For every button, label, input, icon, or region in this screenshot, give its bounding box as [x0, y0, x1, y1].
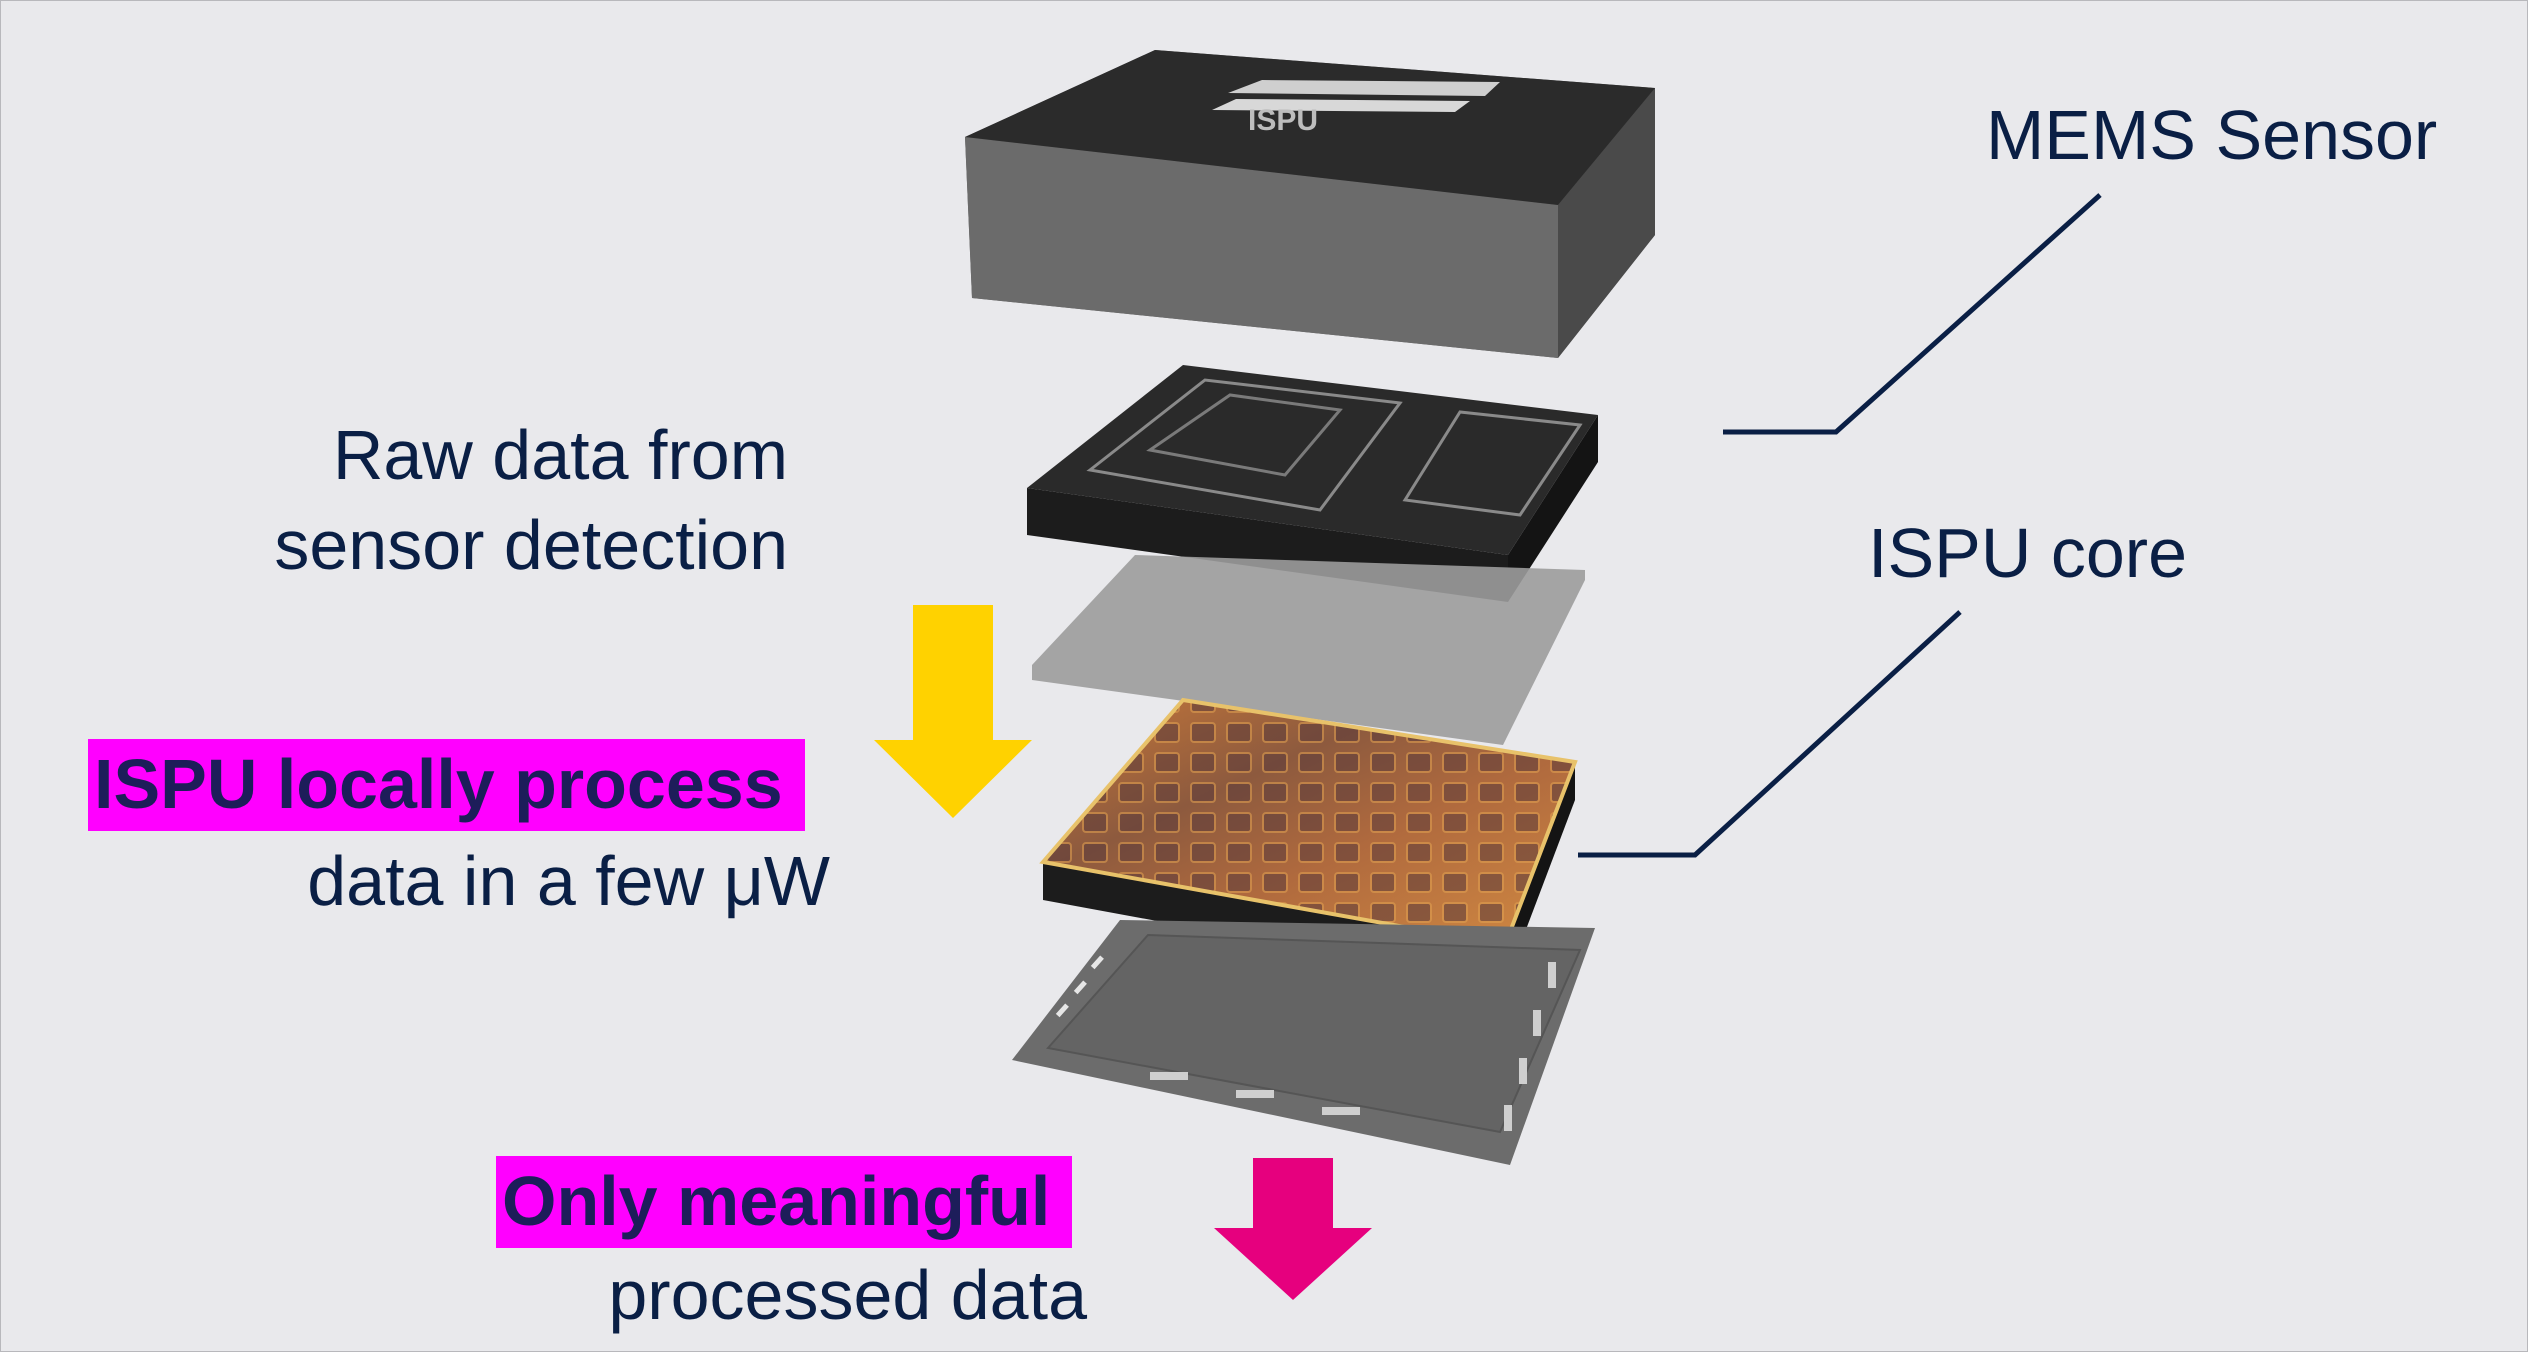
ispu-process-highlight: ISPU locally process [88, 739, 805, 831]
ispu-core-leader-line [1578, 610, 1962, 858]
process-power-label: data in a few μW [307, 842, 830, 920]
mems-sensor-leader-line [1723, 193, 2102, 435]
processed-data-label: processed data [608, 1256, 1087, 1334]
ispu-core-label: ISPU core [1868, 514, 2187, 592]
meaningful-highlight: Only meaningful [496, 1156, 1073, 1248]
mems-sensor-label: MEMS Sensor [1986, 96, 2438, 174]
mems-sensor-layer [1027, 365, 1598, 602]
svg-text:ISPU: ISPU [1248, 104, 1318, 137]
meaningful-highlight-block: Only meaningful [496, 1156, 1073, 1248]
raw-data-label-line1: Raw data from [332, 416, 788, 494]
processed-data-output-arrow [1214, 1158, 1372, 1300]
package-cap: ISPU [965, 50, 1655, 358]
base-substrate [1012, 920, 1595, 1165]
ispu-process-highlight-block: ISPU locally process [88, 739, 805, 831]
raw-data-label-line2: sensor detection [274, 506, 788, 584]
spacer-layer [1032, 555, 1585, 745]
raw-data-input-arrow [874, 605, 1032, 818]
st-logo: ISPU [1212, 80, 1500, 137]
